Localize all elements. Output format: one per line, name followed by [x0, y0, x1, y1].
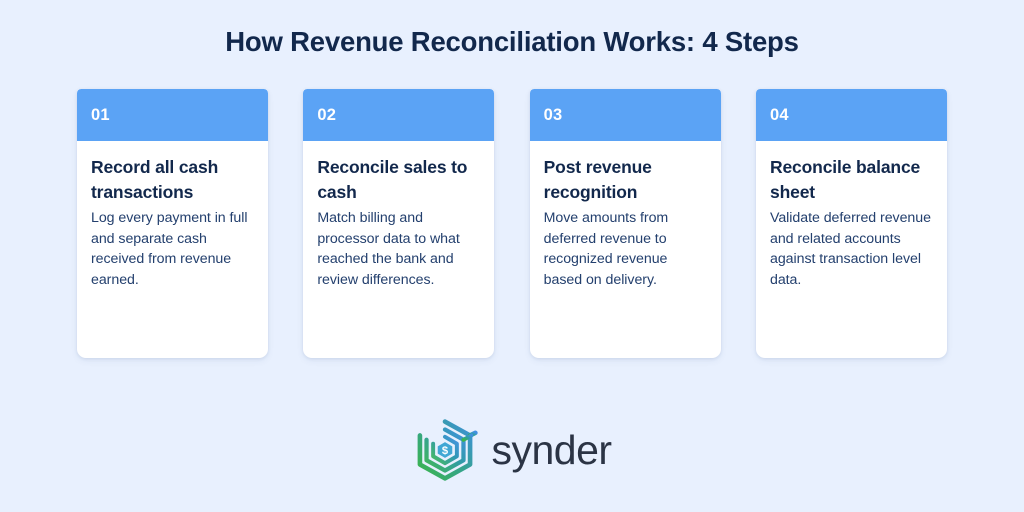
step-card-number-band: 03 [529, 89, 721, 141]
step-card-body: Post revenue recognition Move amounts fr… [530, 141, 721, 290]
synder-wordmark: synder [491, 427, 612, 473]
svg-text:$: $ [442, 445, 449, 457]
step-number: 03 [543, 105, 563, 124]
step-heading: Reconcile sales to cash [317, 157, 468, 202]
steps-card-row: 01 Record all cash transactions Log ever… [77, 89, 947, 358]
step-card-number-band: 01 [77, 89, 268, 141]
step-heading: Post revenue recognition [543, 157, 652, 202]
step-number: 04 [769, 105, 789, 124]
step-card-number-band: 02 [303, 89, 495, 141]
step-card: 02 Reconcile sales to cash Match billing… [303, 89, 495, 358]
step-number: 01 [91, 105, 110, 124]
step-heading: Record all cash transactions [91, 157, 219, 202]
brand-footer: $ synder [0, 412, 1024, 488]
step-card: 04 Reconcile balance sheet Validate defe… [755, 89, 947, 358]
step-description: Validate deferred revenue and related ac… [769, 210, 931, 288]
step-number: 02 [317, 105, 337, 124]
synder-hexagon-dollar-logo-icon: $ [418, 419, 479, 481]
page-title: How Revenue Reconciliation Works: 4 Step… [225, 26, 799, 57]
step-card-number-band: 04 [755, 89, 947, 141]
step-description: Log every payment in full and separate c… [91, 210, 248, 288]
step-card-body: Record all cash transactions Log every p… [77, 141, 268, 290]
step-card-body: Reconcile balance sheet Validate deferre… [756, 141, 947, 290]
step-card: 01 Record all cash transactions Log ever… [77, 89, 268, 358]
step-card-body: Reconcile sales to cash Match billing an… [303, 141, 494, 290]
step-card: 03 Post revenue recognition Move amounts… [529, 89, 721, 358]
step-description: Move amounts from deferred revenue to re… [543, 210, 669, 288]
step-description: Match billing and processor data to what… [317, 210, 460, 288]
step-heading: Reconcile balance sheet [769, 157, 921, 202]
